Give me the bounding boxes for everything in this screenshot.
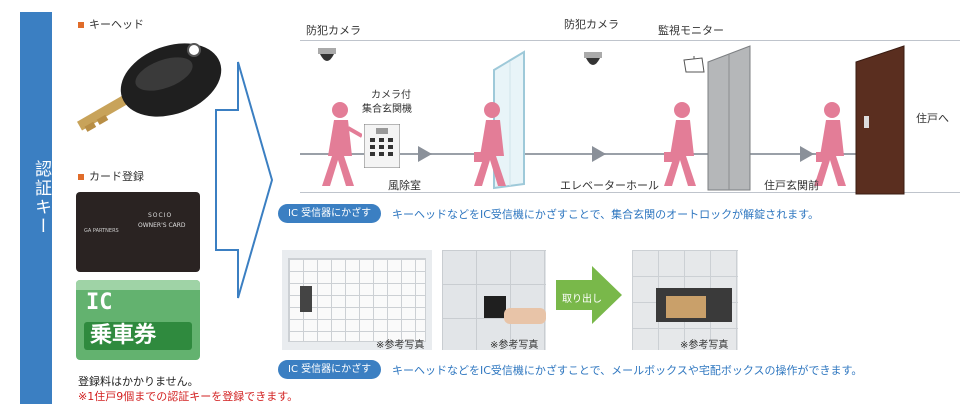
camera-label-2: 防犯カメラ xyxy=(564,18,619,31)
resident-figure xyxy=(322,102,362,186)
owner-card-line1: SOCIO xyxy=(148,212,173,219)
side-title: 認証キー xyxy=(31,160,51,236)
delivery-box-photo xyxy=(632,250,738,350)
elevator-door xyxy=(707,45,751,191)
upper-caption: キーヘッドなどをIC受信機にかざすことで、集合玄関のオートロックが解錠されます。 xyxy=(392,208,820,221)
monitor-label: 監視モニター xyxy=(658,24,724,37)
resident-figure xyxy=(474,102,506,186)
resident-figure xyxy=(814,102,846,186)
apartment-door xyxy=(855,45,905,195)
flow-arrow-icon xyxy=(592,146,606,162)
room-label-vestibule: 風除室 xyxy=(388,179,421,192)
owner-card: SOCIO OWNER'S CARD GA PARTNERS xyxy=(76,192,200,272)
limit-note: ※1住戸9個までの認証キーを登録できます。 xyxy=(78,390,299,403)
big-right-arrow-icon xyxy=(215,61,274,299)
reference-photo-caption-1: ※参考写真 xyxy=(376,340,425,351)
ic-card-top: IC xyxy=(86,290,113,315)
camera-label-1: 防犯カメラ xyxy=(306,24,361,37)
take-out-label: 取り出し xyxy=(562,294,602,305)
side-band xyxy=(20,12,52,404)
owner-card-brand: GA PARTNERS xyxy=(84,228,119,234)
panel-label-2: 集合玄関機 xyxy=(362,104,412,115)
owner-card-line2: OWNER'S CARD xyxy=(138,222,186,229)
ic-card-bottom: 乗車券 xyxy=(90,323,157,348)
to-home-label: 住戸へ xyxy=(916,112,949,125)
lower-caption: キーヘッドなどをIC受信機にかざすことで、メールボックスや宅配ボックスの操作がで… xyxy=(392,364,863,377)
ic-hold-pill-lower: IC 受信器にかざす xyxy=(278,360,382,379)
panel-label-1: カメラ付 xyxy=(371,90,411,101)
take-out-arrow-icon xyxy=(556,266,622,324)
flow-arrow-icon xyxy=(800,146,814,162)
key-head-image xyxy=(77,43,222,132)
security-camera-icon xyxy=(318,48,336,61)
monitor-icon xyxy=(683,56,705,73)
ic-hold-pill-upper: IC 受信器にかざす xyxy=(278,204,382,223)
reference-photo-caption-3: ※参考写真 xyxy=(680,340,729,351)
fee-note: 登録料はかかりません。 xyxy=(78,375,199,388)
flow-line xyxy=(300,153,860,155)
room-label-elevator-hall: エレベーターホール xyxy=(560,179,659,192)
room-label-entrance: 住戸玄関前 xyxy=(764,179,819,192)
resident-figure xyxy=(664,102,696,186)
flow-arrow-icon xyxy=(418,146,432,162)
ic-card: IC 乗車券 xyxy=(76,280,200,360)
reference-photo-caption-2: ※参考写真 xyxy=(490,340,539,351)
mailbox-photo xyxy=(282,250,432,350)
reader-photo xyxy=(442,250,546,350)
floor-line xyxy=(300,192,960,193)
intercom-panel-icon xyxy=(364,124,400,168)
key-blade xyxy=(77,92,133,132)
security-camera-icon xyxy=(584,52,602,65)
ceiling-line xyxy=(300,40,960,41)
card-label: カード登録 xyxy=(78,168,144,184)
key-head-label: キーヘッド xyxy=(78,16,144,32)
